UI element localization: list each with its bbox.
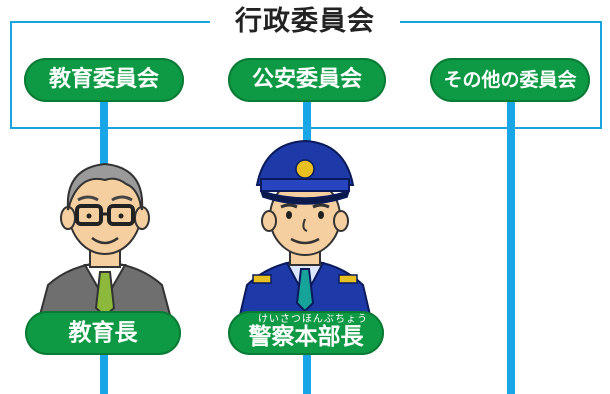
other-committees-label: その他の委員会 xyxy=(430,58,590,102)
education-committee-label: 教育委員会 xyxy=(24,58,184,102)
police-chief-illustration xyxy=(238,139,372,315)
public-safety-committee-label: 公安委員会 xyxy=(228,58,386,102)
diagram-title: 行政委員会 xyxy=(210,4,400,40)
connector-line-other xyxy=(507,100,515,394)
education-superintendent-illustration xyxy=(38,162,172,315)
police-chief-furigana: けいさつほんぶちょう xyxy=(257,314,369,325)
superintendent-label: 教育長 xyxy=(25,311,181,355)
police-chief-label: 警察本部長 xyxy=(228,311,384,355)
